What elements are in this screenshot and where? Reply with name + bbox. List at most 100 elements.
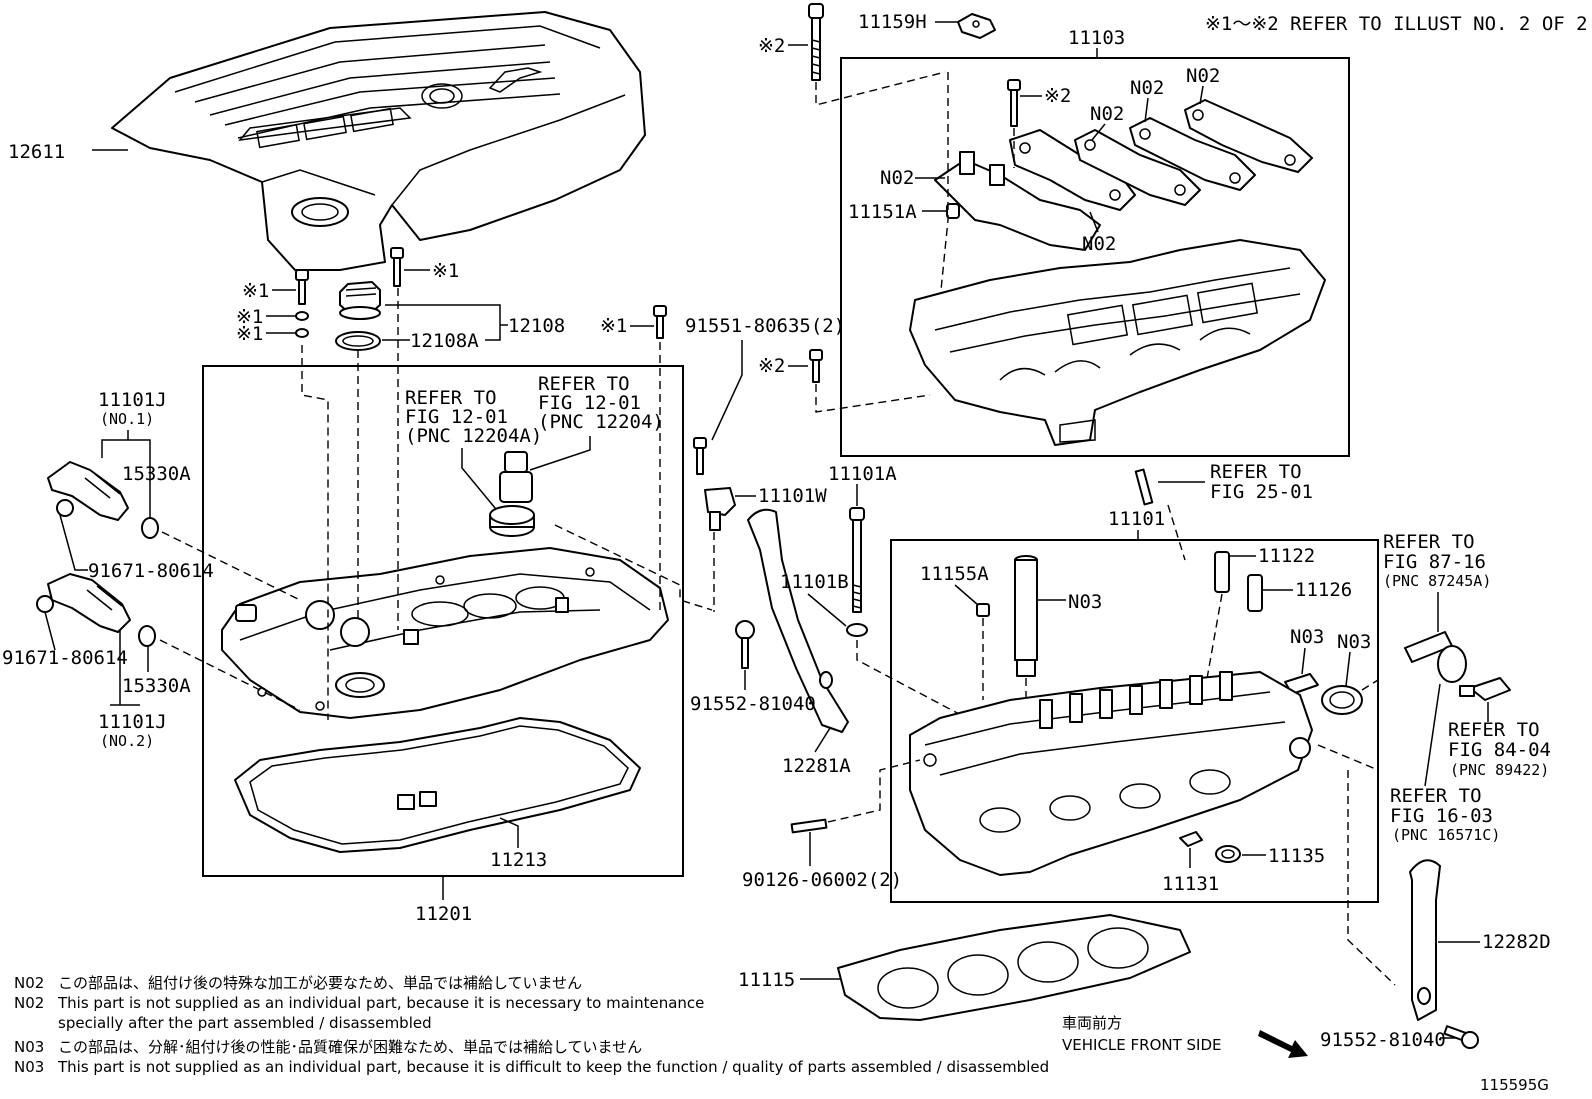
pcv-grommet[interactable] — [489, 505, 535, 537]
mark1-b: ※1 — [236, 306, 263, 328]
label-11159h[interactable]: 11159H — [858, 11, 927, 33]
label-11131[interactable]: 11131 — [1162, 873, 1219, 895]
label-91552-2[interactable]: 91552-81040 — [1320, 1029, 1446, 1051]
bolt-mark2-box[interactable] — [1007, 79, 1021, 127]
label-90126[interactable]: 90126-06002(2) — [742, 869, 902, 891]
bolt-91552-1[interactable] — [735, 620, 755, 669]
bolt-mark1-d[interactable] — [390, 247, 404, 287]
valve-guide-11126[interactable] — [1247, 574, 1263, 612]
bolt-mark1-a[interactable] — [295, 269, 309, 305]
part-11155a[interactable] — [976, 603, 990, 617]
label-91552-1[interactable]: 91552-81040 — [690, 693, 816, 715]
label-91671-1[interactable]: 91671-80614 — [88, 560, 214, 582]
label-12108a[interactable]: 12108A — [410, 330, 479, 352]
label-11101w[interactable]: 11101W — [758, 485, 827, 507]
refer2-l3: (PNC 12204) — [538, 411, 664, 433]
footnotes: N02 この部品は、組付け後の特殊な加工が必要なため、単品では補給していません … — [14, 974, 1049, 1076]
part-11159h[interactable] — [957, 13, 996, 39]
cylinder-head-cover[interactable] — [221, 547, 669, 719]
part-11131[interactable] — [1179, 831, 1203, 847]
bolt-mark2-mid[interactable] — [809, 349, 823, 383]
footnote-2-code: N02 — [14, 994, 44, 1012]
label-11201[interactable]: 11201 — [415, 903, 472, 925]
label-11122[interactable]: 11122 — [1258, 545, 1315, 567]
label-n02-c[interactable]: N02 — [1090, 103, 1124, 125]
valve-guide-n03[interactable] — [1014, 555, 1038, 677]
pcv-valve[interactable] — [499, 451, 533, 503]
o-ring-12108a[interactable] — [335, 331, 381, 351]
label-n03-a[interactable]: N03 — [1068, 591, 1102, 613]
footnote-2-text: This part is not supplied as an individu… — [57, 994, 704, 1012]
label-n03-c[interactable]: N03 — [1337, 631, 1371, 653]
label-15330a-2[interactable]: 15330A — [122, 675, 191, 697]
front-side-en: VEHICLE FRONT SIDE — [1062, 1036, 1222, 1054]
label-91671-2[interactable]: 91671-80614 — [2, 647, 128, 669]
washer-mark1-c[interactable] — [295, 328, 309, 338]
label-11115[interactable]: 11115 — [738, 969, 795, 991]
refer5-l1: REFER TO — [1448, 719, 1540, 741]
stud-11101w[interactable] — [704, 487, 736, 531]
label-11155a[interactable]: 11155A — [920, 563, 989, 585]
label-n03-b[interactable]: N03 — [1290, 626, 1324, 648]
label-11101j-1[interactable]: 11101J — [98, 389, 167, 411]
stud-90126[interactable] — [790, 818, 828, 834]
cylinder-head[interactable] — [909, 671, 1313, 876]
label-n02-a[interactable]: N02 — [1130, 77, 1164, 99]
plug-n03-c[interactable] — [1321, 685, 1363, 715]
label-11101b[interactable]: 11101B — [780, 571, 849, 593]
o-ring-15330a-1[interactable] — [141, 517, 159, 539]
label-12281a[interactable]: 12281A — [782, 755, 851, 777]
label-12108[interactable]: 12108 — [508, 315, 565, 337]
camshaft-housing[interactable] — [909, 239, 1326, 446]
bolt-91552-2[interactable] — [1443, 1025, 1479, 1049]
o-ring-15330a-2[interactable] — [138, 625, 156, 647]
label-11101a[interactable]: 11101A — [828, 463, 897, 485]
label-n02-e[interactable]: N02 — [1082, 233, 1116, 255]
label-n02-b[interactable]: N02 — [1186, 65, 1220, 87]
mark2-top: ※2 — [758, 35, 785, 57]
engine-hanger-12281a[interactable] — [747, 508, 849, 733]
label-11213[interactable]: 11213 — [490, 849, 547, 871]
ocv-solenoid-no1[interactable] — [47, 461, 129, 521]
part-11151a[interactable] — [946, 203, 960, 219]
refer6-l3: (PNC 16571C) — [1392, 826, 1500, 844]
mark2-mid: ※2 — [758, 355, 785, 377]
washer-11101b[interactable] — [846, 623, 868, 637]
engine-cover-12611[interactable] — [111, 11, 646, 271]
footnote-4-code: N03 — [14, 1038, 44, 1056]
label-12611[interactable]: 12611 — [8, 141, 65, 163]
refer-87-16-part[interactable] — [1404, 631, 1467, 683]
sensor-refer-84-04[interactable] — [1459, 677, 1511, 701]
stud-bolt-refer-25-01[interactable] — [1134, 468, 1154, 506]
bearing-caps-n02[interactable] — [934, 99, 1313, 251]
head-gasket-11115[interactable] — [837, 914, 1191, 1021]
refer3-l1: REFER TO — [1210, 461, 1302, 483]
bolt-91671-2[interactable] — [36, 595, 54, 613]
label-n02-d[interactable]: N02 — [880, 167, 914, 189]
cover-gasket-11213[interactable] — [234, 717, 641, 853]
label-11101[interactable]: 11101 — [1108, 508, 1165, 530]
label-11135[interactable]: 11135 — [1268, 845, 1325, 867]
footnote-3-text: specially after the part assembled / dis… — [58, 1014, 432, 1032]
washer-mark1-b[interactable] — [295, 311, 309, 321]
label-12282d[interactable]: 12282D — [1482, 931, 1551, 953]
valve-guide-11122[interactable] — [1214, 551, 1230, 593]
bolt-91551[interactable] — [693, 437, 707, 475]
label-15330a-1[interactable]: 15330A — [122, 463, 191, 485]
engine-hanger-12282d[interactable] — [1409, 859, 1441, 1021]
bolt-11101a[interactable] — [849, 507, 865, 613]
label-11103[interactable]: 11103 — [1068, 27, 1125, 49]
label-11101j-2[interactable]: 11101J — [98, 711, 167, 733]
refer2-l1: REFER TO — [538, 373, 630, 395]
label-11126[interactable]: 11126 — [1295, 579, 1352, 601]
label-11151a[interactable]: 11151A — [848, 201, 917, 223]
seal-11135[interactable] — [1215, 845, 1241, 863]
ocv-solenoid-no2[interactable] — [47, 573, 131, 633]
oil-filler-cap-12108[interactable] — [339, 281, 381, 320]
refer5-l2: FIG 84-04 — [1448, 739, 1551, 761]
mark1-a: ※1 — [242, 280, 269, 302]
bolt-mark2-top[interactable] — [808, 3, 824, 81]
label-91551[interactable]: 91551-80635(2) — [685, 315, 845, 337]
bolt-mark1-e[interactable] — [653, 305, 667, 339]
